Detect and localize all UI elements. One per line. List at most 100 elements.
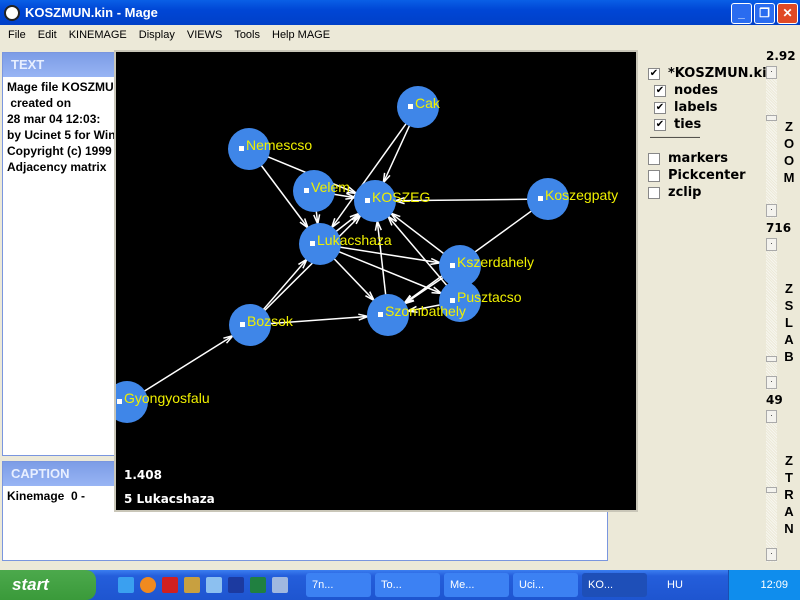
- floppy-icon[interactable]: [162, 577, 178, 593]
- minimize-button[interactable]: _: [731, 3, 752, 24]
- node-koszegpaty[interactable]: [527, 178, 569, 220]
- ie-icon[interactable]: [118, 577, 134, 593]
- ztran-up-button[interactable]: ·: [766, 410, 777, 423]
- node-label: KOSZEG: [372, 189, 430, 205]
- text-panel-title: TEXT: [3, 53, 115, 77]
- zslab-down-button[interactable]: ·: [766, 376, 777, 389]
- checkbox-box[interactable]: [648, 152, 660, 165]
- start-button[interactable]: start: [0, 570, 96, 600]
- menu-edit[interactable]: Edit: [37, 28, 57, 41]
- checkbox-box[interactable]: ✔: [654, 118, 666, 131]
- zclip-checkbox[interactable]: zclip: [648, 185, 702, 200]
- node-nemescso[interactable]: [228, 128, 270, 170]
- node-kszerdahely[interactable]: [439, 245, 481, 287]
- text-panel: TEXT Mage file KOSZMUN.kin created on 28…: [2, 52, 116, 456]
- zslab-slider-thumb[interactable]: [766, 356, 777, 362]
- excel-icon[interactable]: [250, 577, 266, 593]
- node-label: Nemescso: [246, 137, 312, 153]
- zoom-slider-thumb[interactable]: [766, 115, 777, 121]
- node-point-marker: [408, 104, 413, 109]
- checkbox-box[interactable]: ✔: [654, 101, 666, 114]
- menu-kinemage[interactable]: KINEMAGE: [68, 28, 127, 41]
- calculator-icon[interactable]: [272, 577, 288, 593]
- menu-display[interactable]: Display: [138, 28, 175, 41]
- taskbar-task-ucinet[interactable]: Uci...: [513, 573, 578, 597]
- zoom-label: Z O O M: [783, 119, 795, 185]
- zslab-slider[interactable]: [766, 238, 777, 390]
- control-panel: ✔*KOSZMUN.ki ✔nodes ✔labels ✔ties ――――― …: [640, 44, 800, 564]
- zslab-up-button[interactable]: ·: [766, 238, 777, 251]
- system-tray: 12:09: [728, 570, 800, 600]
- node-cak[interactable]: [397, 86, 439, 128]
- zoom-up-button[interactable]: ·: [766, 66, 777, 79]
- nodes-checkbox[interactable]: ✔nodes: [654, 83, 718, 98]
- app-icon[interactable]: [184, 577, 200, 593]
- checkbox-box[interactable]: ✔: [654, 84, 666, 97]
- taskbar-task-mage[interactable]: KO...: [582, 573, 647, 597]
- checkbox-box[interactable]: [648, 186, 660, 199]
- node-label: Szombathely: [385, 303, 466, 319]
- media-player-icon[interactable]: [140, 577, 156, 593]
- caption-panel-content[interactable]: Kinemage 0 -: [7, 489, 86, 503]
- tie-gyongyosfalu-bozsok: [126, 324, 251, 403]
- folder-icon[interactable]: [206, 577, 222, 593]
- zoom-down-button[interactable]: ·: [766, 204, 777, 217]
- scale-readout: 1.408: [124, 468, 162, 482]
- zslab-label: Z S L A B: [784, 281, 794, 364]
- ztran-down-button[interactable]: ·: [766, 548, 777, 561]
- node-pusztacso[interactable]: [439, 280, 481, 322]
- node-szombathely[interactable]: [367, 294, 409, 336]
- markers-checkbox[interactable]: markers: [648, 151, 728, 166]
- node-point-marker: [239, 146, 244, 151]
- menu-tools[interactable]: Tools: [234, 28, 260, 41]
- pickcenter-checkbox[interactable]: Pickcenter: [648, 168, 746, 183]
- node-bozsok[interactable]: [229, 304, 271, 346]
- close-button[interactable]: ✕: [777, 3, 798, 24]
- maximize-button[interactable]: ❐: [754, 3, 775, 24]
- menu-bar: File Edit KINEMAGE Display VIEWS Tools H…: [0, 25, 800, 44]
- node-koszeg[interactable]: [354, 180, 396, 222]
- menu-file[interactable]: File: [8, 28, 26, 41]
- tie-cak-lukacshaza: [319, 106, 419, 245]
- menu-help[interactable]: Help MAGE: [272, 28, 331, 41]
- node-point-marker: [310, 241, 315, 246]
- node-label: Bozsok: [247, 313, 294, 329]
- title-bar: KOSZMUN.kin - Mage _ ❐ ✕: [0, 0, 800, 25]
- node-velem[interactable]: [293, 170, 335, 212]
- ztran-value: 49: [766, 393, 783, 407]
- zoom-slider[interactable]: [766, 66, 777, 218]
- taskbar-task-to[interactable]: To...: [375, 573, 440, 597]
- taskbar-task-word[interactable]: 7n...: [306, 573, 371, 597]
- checkbox-box[interactable]: [648, 169, 660, 182]
- node-label: Cak: [415, 95, 441, 111]
- checkbox-box[interactable]: ✔: [648, 67, 660, 80]
- word-icon[interactable]: [228, 577, 244, 593]
- node-point-marker: [365, 198, 370, 203]
- node-lukacshaza[interactable]: [299, 223, 341, 265]
- zslab-value: 716: [766, 221, 792, 235]
- text-panel-content[interactable]: Mage file KOSZMUN.kin created on 28 mar …: [7, 80, 115, 174]
- tie-koszegpaty-koszeg: [374, 198, 549, 202]
- kinemage-label: *KOSZMUN.ki: [668, 66, 767, 81]
- labels-checkbox[interactable]: ✔labels: [654, 100, 718, 115]
- picked-point-readout: 5 Lukacshaza: [124, 492, 215, 506]
- window-title: KOSZMUN.kin - Mage: [25, 5, 158, 20]
- ztran-slider[interactable]: [766, 410, 777, 562]
- ties-checkbox[interactable]: ✔ties: [654, 117, 701, 132]
- ztran-slider-thumb[interactable]: [766, 487, 777, 493]
- node-label: Koszegpaty: [545, 187, 618, 203]
- taskbar-task-me[interactable]: Me...: [444, 573, 509, 597]
- language-indicator[interactable]: HU: [667, 579, 683, 591]
- zclip-label: zclip: [668, 185, 702, 200]
- tie-bozsok-szombathely: [249, 314, 389, 326]
- kinemage-checkbox[interactable]: ✔ *KOSZMUN.ki: [648, 66, 767, 81]
- tie-lukacshaza-kszerdahely: [319, 243, 461, 267]
- node-point-marker: [450, 298, 455, 303]
- node-label: Pusztacso: [457, 289, 522, 305]
- clock[interactable]: 12:09: [760, 579, 788, 591]
- mage-app-icon: [4, 4, 20, 21]
- node-gyongyosfalu[interactable]: [116, 381, 148, 423]
- menu-views[interactable]: VIEWS: [186, 28, 223, 41]
